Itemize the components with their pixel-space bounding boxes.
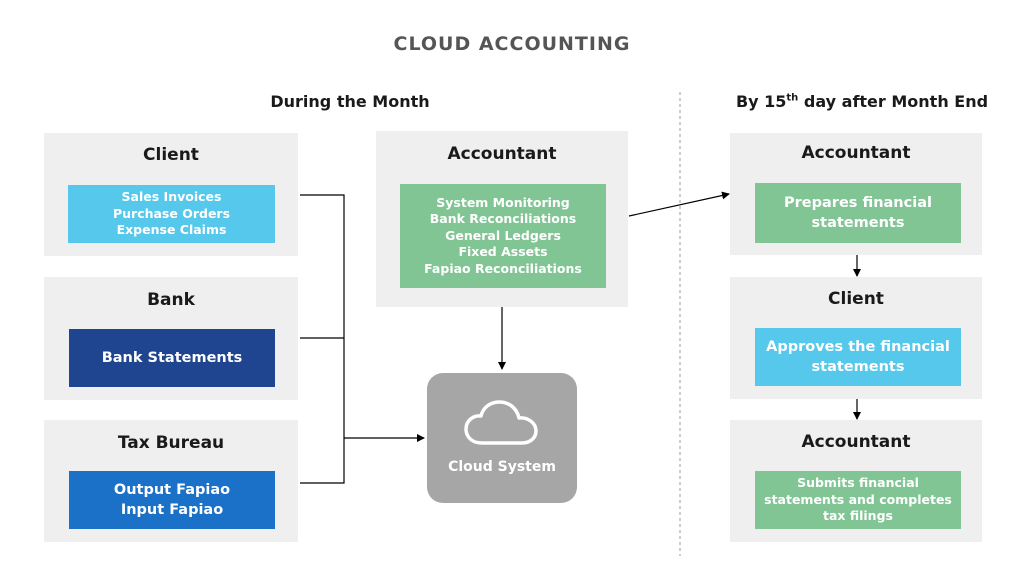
bank-documents-box: Bank Statements (69, 329, 275, 387)
step3-title: Accountant (801, 432, 911, 452)
accountant-item: Bank Reconciliations (429, 211, 577, 227)
bank-title: Bank (147, 290, 195, 310)
tax-bureau-title: Tax Bureau (117, 433, 225, 453)
section-heading-after-sup: th (786, 92, 799, 104)
step3-task-box: Submits financial statements and complet… (755, 471, 961, 529)
accountant-tasks-box: System Monitoring Bank Reconciliations G… (400, 184, 606, 288)
bank-item: Bank Statements (101, 350, 243, 366)
section-heading-after: By 15th day after Month End (700, 92, 1024, 111)
accountant-panel: Accountant System Monitoring Bank Reconc… (376, 131, 628, 307)
step2-client-panel: Client Approves the financial statements (730, 277, 982, 399)
step2-title: Client (828, 289, 884, 309)
accountant-item: System Monitoring (436, 194, 570, 210)
step1-title: Accountant (801, 143, 911, 163)
accountant-item: General Ledgers (445, 227, 561, 243)
page-title: CLOUD ACCOUNTING (393, 33, 631, 55)
bank-panel: Bank Bank Statements (44, 277, 298, 400)
accountant-title: Accountant (447, 144, 557, 164)
tax-item: Input Fapiao (120, 502, 224, 518)
cloud-icon (464, 400, 538, 445)
step2-task-box: Approves the financial statements (755, 328, 961, 386)
step2-item: Approves the financial (766, 339, 950, 355)
tax-bureau-panel: Tax Bureau Output Fapiao Input Fapiao (44, 420, 298, 542)
section-heading-after-suffix: day after Month End (798, 92, 989, 111)
client-item: Sales Invoices (121, 189, 222, 205)
step1-accountant-panel: Accountant Prepares financial statements (730, 133, 982, 255)
step1-item: Prepares financial (784, 195, 932, 211)
step1-item: statements (811, 215, 905, 231)
accountant-item: Fixed Assets (458, 244, 548, 260)
step2-item: statements (811, 359, 905, 375)
tax-item: Output Fapiao (113, 482, 231, 498)
tax-documents-box: Output Fapiao Input Fapiao (69, 471, 275, 529)
step3-item: Submits financial (797, 475, 919, 491)
step3-item: tax filings (823, 508, 893, 524)
to-right-accountant-arrow (628, 191, 730, 217)
cloud-system-box: Cloud System (427, 373, 577, 503)
section-heading-after-prefix: By 15 (735, 92, 787, 111)
cloud-system-label: Cloud System (448, 459, 556, 475)
left-bracket-line (300, 194, 345, 484)
client-title: Client (143, 145, 199, 165)
step1-task-box: Prepares financial statements (755, 183, 961, 243)
step3-accountant-panel: Accountant Submits financial statements … (730, 420, 982, 542)
client-item: Purchase Orders (112, 205, 231, 221)
client-documents-box: Sales Invoices Purchase Orders Expense C… (68, 185, 275, 243)
client-panel: Client Sales Invoices Purchase Orders Ex… (44, 133, 298, 256)
section-heading-during: During the Month (270, 92, 430, 111)
client-item: Expense Claims (116, 222, 227, 238)
step3-item: statements and completes (764, 491, 952, 507)
accountant-item: Fapiao Reconciliations (424, 260, 582, 276)
